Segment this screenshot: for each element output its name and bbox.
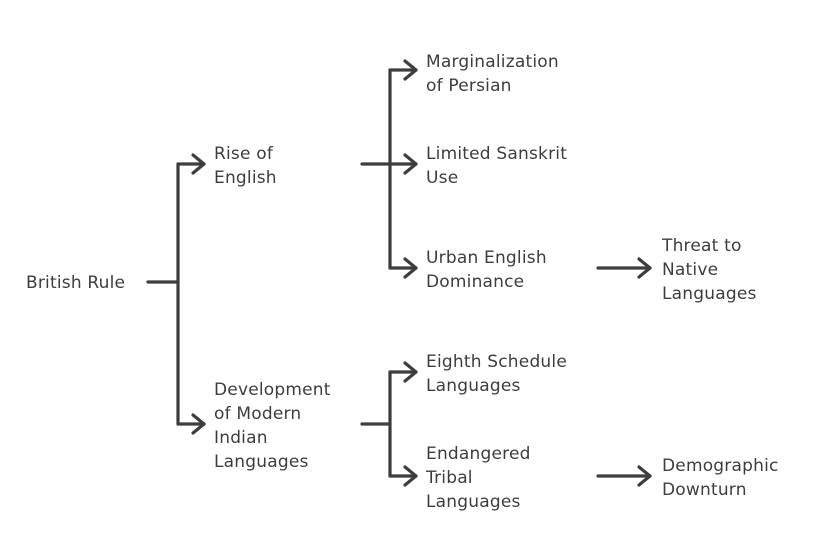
- arrowhead-tribal: [403, 465, 418, 487]
- node-development-of-modern-indian-languages: Development of Modern Indian Languages: [214, 380, 331, 472]
- node-threat-to-native-languages: Threat to Native Languages: [662, 236, 757, 304]
- arrowhead-modern: [191, 413, 206, 435]
- arrowhead-persian: [403, 59, 418, 81]
- node-endangered-tribal-languages: Endangered Tribal Languages: [426, 444, 531, 512]
- node-limited-sanskrit-use: Limited Sanskrit Use: [426, 144, 568, 188]
- node-rise-of-english: Rise of English: [214, 144, 277, 188]
- arrowhead-sanskrit: [403, 153, 418, 175]
- node-eighth-schedule-languages: Eighth Schedule Languages: [426, 352, 567, 396]
- node-demographic-downturn: Demographic Downturn: [662, 456, 779, 500]
- node-british-rule: British Rule: [26, 273, 126, 293]
- arrowhead-urban: [403, 257, 418, 279]
- node-marginalization-of-persian: Marginalization of Persian: [426, 52, 559, 96]
- arrowhead-eighth: [403, 361, 418, 383]
- arrowhead-rise: [191, 153, 206, 175]
- arrowhead-threat: [637, 257, 652, 279]
- arrowhead-demographic: [637, 465, 652, 487]
- node-urban-english-dominance: Urban English Dominance: [426, 248, 547, 292]
